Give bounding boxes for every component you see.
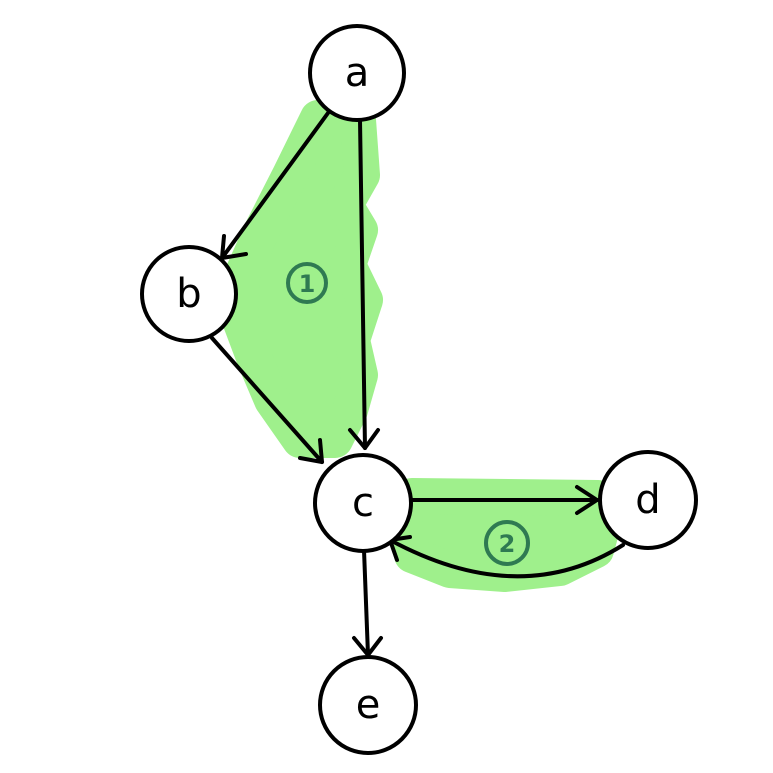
arrowhead-d — [575, 485, 599, 515]
arrowhead-c-from-a — [348, 428, 380, 450]
node-e: e — [318, 655, 418, 755]
node-c-label: c — [352, 480, 374, 526]
node-a-label: a — [345, 50, 370, 96]
node-d: d — [598, 450, 698, 550]
node-d-label: d — [635, 477, 660, 523]
region-badge-2: 2 — [484, 520, 530, 566]
highlight-regions — [222, 100, 622, 592]
edge-b-to-c — [210, 336, 324, 464]
node-c: c — [313, 453, 413, 553]
region-badge-2-circle — [484, 520, 530, 566]
nodes: a b c d e — [140, 24, 698, 755]
node-b-label: b — [176, 271, 201, 317]
region-badge-1-label: 1 — [299, 270, 316, 298]
region-badge-2-label: 2 — [499, 530, 516, 558]
region-badge-1-circle — [286, 262, 328, 304]
region-badge-1: 1 — [286, 262, 328, 304]
node-a: a — [308, 24, 406, 122]
edge-c-to-e — [352, 548, 383, 657]
arrowhead-c-from-b — [298, 438, 324, 464]
edge-a-to-c — [348, 118, 380, 450]
highlight-region-1 — [222, 100, 383, 458]
node-b: b — [140, 245, 238, 343]
edge-c-to-d — [410, 485, 599, 515]
node-e-label: e — [356, 682, 381, 728]
